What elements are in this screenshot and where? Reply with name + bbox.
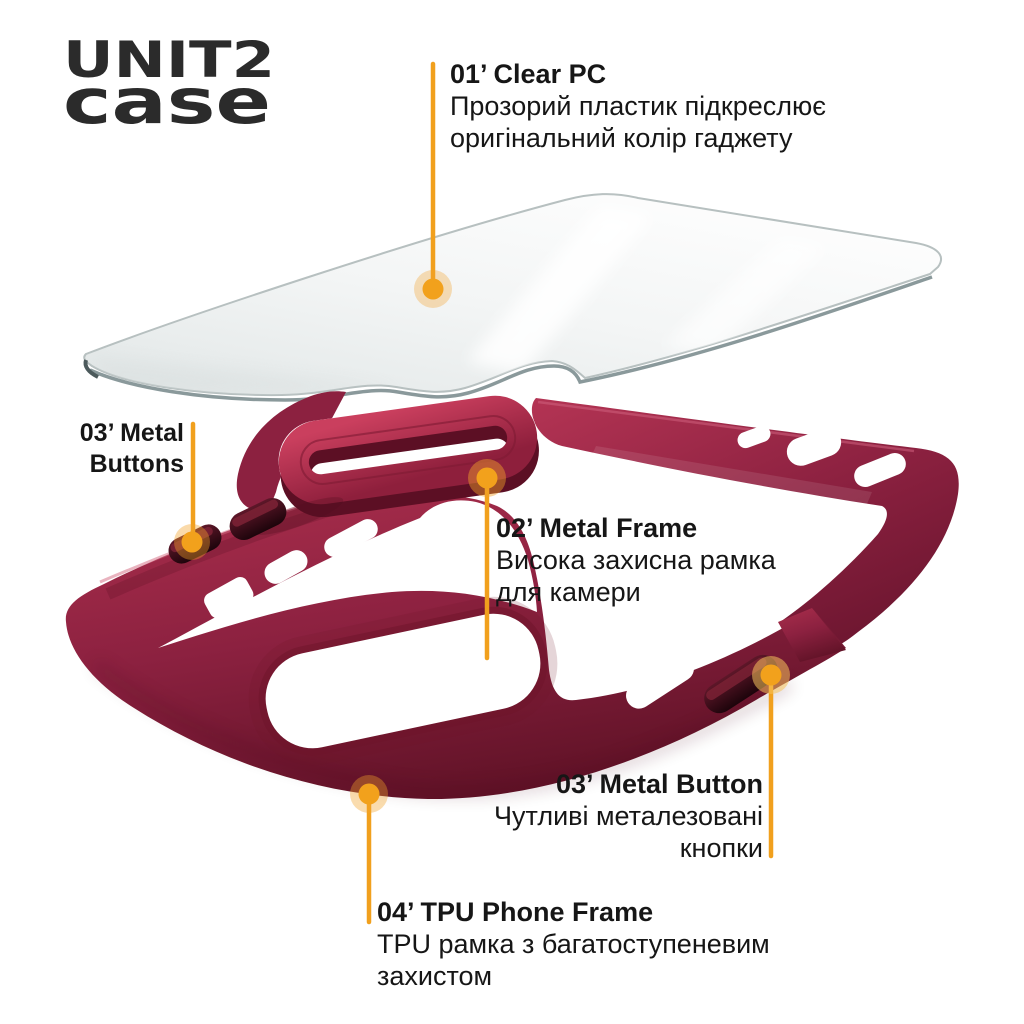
case-interior-opening	[158, 500, 537, 648]
callout-clear-pc-line2: оригінальний колір гаджету	[450, 123, 793, 153]
dot-clear-pc	[414, 270, 452, 308]
cutout-power-slot	[626, 655, 694, 709]
case-bottom-shade	[92, 660, 793, 797]
dot-metal-button	[752, 656, 790, 694]
glass-glare-streak-1	[466, 205, 655, 374]
cutout-side-switch	[204, 576, 254, 619]
callout-metal-buttons: 03’ Metal Buttons	[80, 418, 184, 480]
cutout-volume-1	[786, 428, 842, 466]
callout-metal-frame: 02’ Metal Frame Висока захисна рамка для…	[496, 512, 776, 608]
callout-metal-button-title: 03’ Metal Button	[555, 769, 763, 799]
brand-logo: UNIT2 case	[63, 31, 275, 138]
callout-tpu-frame-line1: TPU рамка з багатоступеневим	[377, 929, 770, 959]
callout-leaders	[190, 61, 774, 925]
glass-glare-streak-2	[662, 236, 830, 354]
brand-logo-line2: case	[63, 65, 271, 138]
callout-clear-pc-title: 01’ Clear PC	[450, 59, 607, 89]
cutout-side-button-2	[324, 519, 378, 557]
callout-tpu-frame-line2: захистом	[377, 961, 493, 991]
metal-button-right-highlight	[706, 657, 767, 701]
dot-metal-frame	[468, 459, 506, 497]
callout-metal-button: 03’ Metal Button Чутливі металезовані кн…	[494, 768, 763, 864]
callout-metal-button-line2: кнопки	[679, 833, 763, 863]
callout-tpu-frame: 04’ TPU Phone Frame TPU рамка з багатост…	[377, 896, 770, 992]
glass-tip-edge	[83, 359, 99, 379]
cutout-mute-switch	[737, 425, 771, 449]
case-far-wall	[531, 398, 959, 660]
camera-ring-inner-line	[299, 415, 517, 485]
glass-shade	[86, 354, 400, 396]
camera-metal-frame	[278, 395, 539, 518]
callout-dots	[174, 270, 790, 813]
callout-tpu-frame-title: 04’ TPU Phone Frame	[377, 897, 654, 927]
clear-pc-plate	[83, 193, 943, 402]
metal-button-left-2-highlight	[232, 499, 279, 527]
camera-opening	[248, 596, 558, 766]
cutout-volume-2	[854, 453, 906, 487]
callout-metal-frame-title: 02’ Metal Frame	[496, 513, 698, 543]
callout-metal-frame-line1: Висока захисна рамка	[496, 545, 776, 575]
callout-metal-buttons-title1: 03’ Metal	[79, 419, 184, 447]
cutout-side-button-1	[264, 550, 308, 584]
callout-metal-frame-line2: для камери	[496, 577, 641, 607]
metal-button-left-2	[229, 497, 287, 541]
callout-metal-buttons-title2: Buttons	[89, 450, 184, 478]
dot-metal-buttons	[174, 524, 210, 560]
glass-thickness-edge	[89, 275, 933, 402]
case-far-wall-reflection	[586, 446, 872, 516]
callout-clear-pc: 01’ Clear PC Прозорий пластик підкреслює…	[450, 58, 826, 154]
camera-ring-body	[278, 395, 538, 505]
phone-case	[65, 391, 959, 800]
callout-clear-pc-line1: Прозорий пластик підкреслює	[450, 91, 827, 121]
dot-tpu-frame	[350, 775, 388, 813]
case-right-join	[778, 608, 846, 662]
brand-logo-line1: UNIT2	[63, 31, 275, 89]
callout-metal-button-line1: Чутливі металезовані	[494, 801, 763, 831]
camera-opening-hole	[265, 613, 541, 749]
glass-plate-shape	[83, 193, 943, 397]
